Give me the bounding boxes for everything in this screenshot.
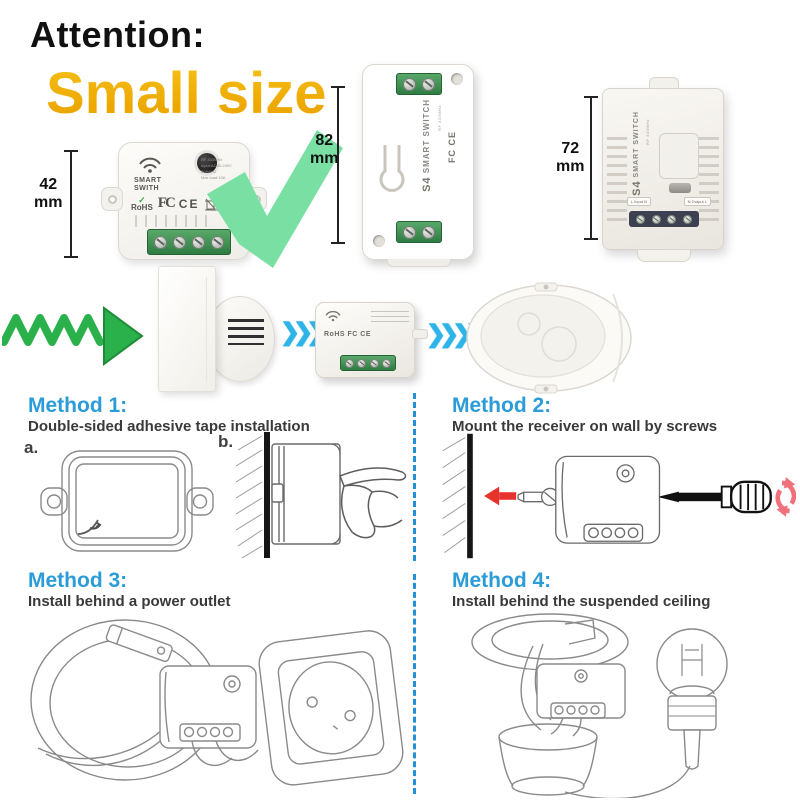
screw-hole — [451, 73, 463, 85]
small-size-heading: Small size — [46, 61, 327, 126]
mounting-ear-right — [412, 329, 428, 339]
dim-unit: mm — [34, 194, 63, 211]
terminal-screw — [683, 214, 693, 224]
brand-label: SMART SWITH — [134, 177, 162, 192]
mounting-ear-left — [101, 187, 123, 211]
dimension-label-82mm: 82 mm — [310, 132, 338, 168]
spec-rf: RF 433MHz — [201, 157, 223, 162]
terminal-screw — [192, 235, 205, 249]
dim-unit: mm — [556, 158, 585, 175]
spec-text-smudge — [371, 311, 409, 325]
method-1b-illustration — [235, 432, 407, 559]
step-a-label: a. — [24, 438, 39, 457]
vent-ridges-right — [699, 137, 719, 227]
terminal-screw — [154, 235, 167, 249]
pairing-button — [197, 153, 217, 173]
attention-heading: Attention: — [30, 14, 205, 55]
terminal-label-right: N Output L — [683, 197, 711, 206]
method-4-illustration — [471, 613, 728, 798]
switch-back-can — [205, 296, 275, 382]
method-3-illustration — [30, 619, 404, 786]
terminal-screw — [369, 358, 379, 368]
terminal-screw — [173, 235, 186, 249]
terminal-block — [340, 355, 396, 371]
method-2-title: Method 2: — [452, 394, 552, 417]
method-1-title: Method 1: — [28, 394, 128, 417]
brand-label-vertical: S4 SMART SWITCH — [421, 99, 433, 192]
vent-ridges-left — [607, 137, 627, 227]
rohs-mark: ✓ RoHS — [131, 194, 153, 212]
method-3-title: Method 3: — [28, 569, 128, 592]
wiring-diagram-icons — [135, 215, 215, 227]
terminal-screw — [382, 358, 392, 368]
ce-icon: CE — [178, 196, 200, 211]
step-b-label: b. — [218, 432, 234, 451]
junction-box-photo — [466, 282, 632, 394]
wave-arrow-icon — [2, 306, 144, 366]
terminal-screw — [344, 358, 354, 368]
terminal-screw — [422, 77, 435, 91]
spec-load: Max load:10A — [201, 175, 226, 180]
check-mark-icon — [207, 130, 343, 268]
dim-value: 82 — [315, 132, 334, 149]
method-1-description: Double-sided adhesive tape installation — [28, 418, 310, 435]
brand-label-vertical: S4 SMART SWITCH — [631, 111, 643, 196]
section-divider-vertical — [413, 393, 416, 561]
section-divider-vertical — [413, 574, 416, 794]
terminal-block-bottom — [396, 221, 442, 243]
cert-marks: FC CE — [447, 131, 457, 163]
method-2-description: Mount the receiver on wall by screws — [452, 418, 718, 435]
spec-text: RF 433MHz Input:AC90-240V 50/60HZ Max lo… — [201, 157, 245, 181]
flow-receiver-photo: RoHS FC CE — [315, 302, 428, 378]
check-icon: ✓ — [138, 194, 146, 205]
wifi-icon — [325, 310, 341, 322]
method-4-description: Install behind the suspended ceiling — [452, 593, 711, 610]
bar-receiver-photo: S4 SMART SWITCH RF 433MHz FC CE — [362, 64, 474, 267]
vent-lines — [228, 319, 264, 345]
certification-row: RoHS FC CE — [324, 331, 371, 338]
terminal-screw — [651, 214, 661, 224]
terminal-screw — [635, 214, 645, 224]
wifi-icon — [139, 157, 161, 173]
terminal-screw — [403, 77, 416, 91]
terminal-screw — [667, 214, 677, 224]
screw-hole — [373, 235, 385, 247]
relay-cover — [659, 133, 699, 179]
terminal-strip — [629, 211, 699, 227]
dimension-line-72mm — [584, 96, 598, 240]
dim-value: 42 — [39, 176, 58, 193]
dimension-label-72mm: 72 mm — [556, 140, 584, 176]
bottom-tab — [387, 259, 451, 267]
terminal-screw — [357, 358, 367, 368]
terminal-block — [147, 229, 231, 255]
dimension-line-42mm — [64, 150, 78, 258]
mounting-tab-bottom — [637, 249, 691, 262]
wide-receiver-photo: S4 SMART SWITCH RF 433MHz L Input N N Ou… — [602, 77, 724, 262]
keyhole-cutout — [379, 145, 405, 192]
fcc-icon: FC — [157, 195, 176, 211]
terminal-screw — [403, 225, 416, 239]
wall-touch-switch — [158, 266, 216, 392]
method-3-description: Install behind a power outlet — [28, 593, 231, 610]
terminal-screw — [422, 225, 435, 239]
dim-value: 72 — [561, 140, 580, 157]
terminal-label-left: L Input N — [627, 197, 652, 206]
method-1a-illustration — [40, 450, 214, 552]
spec-input: Input:AC90-240V 50/60HZ — [201, 163, 232, 174]
method-4-title: Method 4: — [452, 569, 552, 592]
dim-unit: mm — [310, 150, 339, 167]
terminal-screw — [211, 235, 224, 249]
terminal-block-top — [396, 73, 442, 95]
rf-label: RF 433MHz — [437, 105, 442, 131]
mounting-tab-top — [649, 77, 679, 89]
method-2-illustration — [442, 433, 796, 559]
dimension-line-82mm — [331, 86, 345, 244]
dimension-label-42mm: 42 mm — [34, 176, 62, 212]
switch-button — [669, 183, 691, 193]
rf-label: RF 433MHz — [645, 119, 650, 145]
